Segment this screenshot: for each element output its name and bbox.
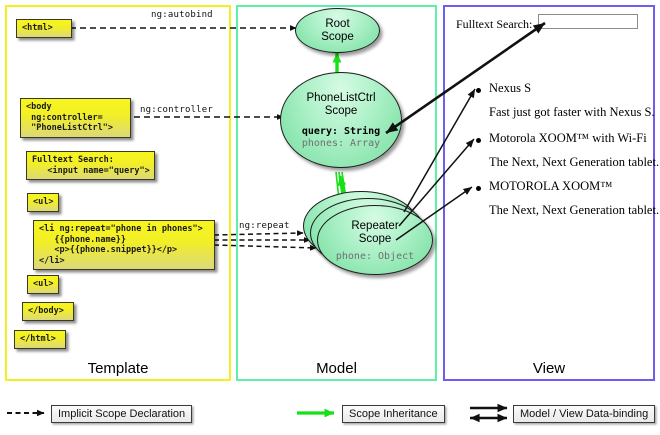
arrow-ng-repeat [213, 230, 317, 251]
scope-ctrl-line2: Scope [324, 105, 358, 117]
edge-label-ng-autobind: ng:autobind [151, 10, 213, 20]
legend-item-scope-inheritance: Scope Inheritance [342, 405, 445, 423]
scope-repeater: Repeater Scope phone: Object [317, 205, 433, 275]
view-bullet-icon [476, 138, 481, 143]
view-item-desc: The Next, Next Generation tablet. [489, 203, 660, 217]
scope-root-line2: Scope [321, 31, 354, 43]
scope-repeater-line2: Scope [358, 233, 392, 245]
scope-root-line1: Root [325, 18, 350, 30]
view-bullet-icon [476, 186, 481, 191]
edge-label-ng-controller: ng:controller [140, 105, 214, 115]
column-label-model: Model [316, 360, 357, 377]
scope-ctrl-line1: PhoneListCtrl [306, 92, 376, 104]
code-box-fulltext-search: Fulltext Search: <input name="query"> [26, 151, 155, 180]
view-item-desc: The Next, Next Generation tablet. [489, 155, 660, 169]
code-box-li-repeat: <li ng:repeat="phone in phones"> {{phone… [33, 220, 215, 270]
code-box-body-close: </body> [22, 302, 74, 321]
code-box-ul-close: <ul> [27, 275, 59, 294]
column-label-view: View [532, 360, 566, 377]
legend-item-model-view-databinding: Model / View Data-binding [513, 405, 656, 423]
edge-label-ng-repeat: ng:repeat [239, 221, 290, 231]
scope-ctrl-prop-query: query: String [301, 126, 381, 137]
scope-repeater-prop-phone: phone: Object [335, 251, 415, 262]
search-input[interactable] [538, 14, 638, 29]
legend-item-implicit-scope-declaration: Implicit Scope Declaration [51, 405, 193, 423]
view-item-title: MOTOROLA XOOM™ [489, 179, 613, 193]
code-box-body-tag: <body ng:controller= "PhoneListCtrl"> [20, 98, 131, 138]
legend: Implicit Scope Declaration Scope Inherit… [0, 392, 660, 435]
column-label-template: Template [87, 360, 149, 377]
view-item-title: Motorola XOOM™ with Wi-Fi [489, 131, 647, 145]
scope-repeater-line1: Repeater [351, 220, 399, 232]
code-box-html-close: </html> [14, 330, 66, 349]
code-box-ul-open: <ul> [27, 193, 59, 212]
scope-root: Root Scope [295, 8, 380, 53]
scope-phonelistctrl: PhoneListCtrl Scope query: String phones… [280, 72, 402, 168]
code-box-html-open: <html> [16, 19, 72, 38]
scope-ctrl-prop-phones: phones: Array [301, 138, 381, 149]
